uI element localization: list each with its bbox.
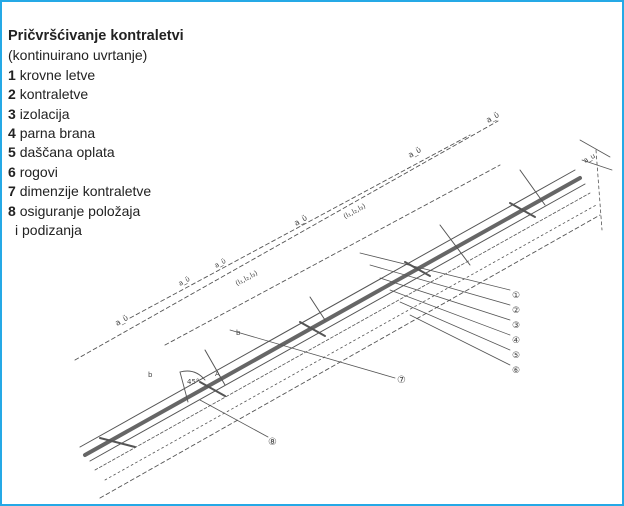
dimension-label-b2: b: [236, 329, 241, 337]
legend-item-1: 1 krovne letve: [8, 66, 184, 85]
angle-label: 45°: [187, 378, 199, 386]
legend-num: 6: [8, 163, 16, 180]
leader-4: [389, 289, 511, 336]
callout-label-8: ⑧: [268, 437, 277, 448]
screw-line: [309, 296, 326, 321]
angle-line: [179, 371, 189, 403]
diagram-subtitle: (kontinuirano uvrtanje): [8, 47, 148, 64]
legend-item-6: 6 rogovi: [8, 163, 184, 182]
legend-item-4: 4 parna brana: [8, 124, 184, 143]
dimension-line-middle: [164, 164, 501, 346]
legend: Pričvršćivanje kontraletvi (kontinuirano…: [8, 27, 184, 240]
stack-label-1: ①: [512, 291, 520, 301]
stack-label-2: ②: [512, 306, 520, 316]
dimension-label-top-span: a_ϋ: [485, 110, 502, 125]
rafter-lower-edge: [89, 183, 586, 462]
dimension-label-right-span: a_ϋ: [407, 145, 424, 160]
callout-label-7: ⑦: [397, 375, 406, 386]
legend-text: parna brana: [19, 125, 96, 142]
legend-text: krovne letve: [19, 66, 96, 83]
dimension-line-top: [74, 120, 499, 361]
end-cap-line: [579, 139, 611, 158]
batten-tick: [509, 202, 536, 218]
vertical-dimension: [595, 149, 603, 231]
legend-num: 2: [8, 86, 16, 103]
dimension-label-top-sub: a_u: [582, 152, 597, 165]
leader-6: [409, 314, 511, 366]
stack-label-3: ③: [512, 321, 520, 331]
legend-num: 5: [8, 144, 16, 161]
legend-item-7: 7 dimenzije kontraletve: [8, 182, 184, 201]
legend-item-8-continuation: i podizanja: [15, 222, 82, 239]
batten-tick: [404, 261, 431, 277]
legend-item-8: 8 osiguranje položaja: [8, 202, 184, 221]
end-cap-line: [581, 159, 613, 171]
legend-text: daščana oplata: [19, 144, 115, 161]
leader-1: [359, 252, 511, 291]
leader-8: [199, 399, 269, 438]
stack-label-6: ⑥: [512, 366, 520, 376]
stack-label-4: ④: [512, 336, 520, 346]
dimension-label-middle-span: a_ϋ: [293, 213, 310, 228]
rafter-main-line: [83, 176, 582, 457]
legend-text: dimenzije kontraletve: [19, 183, 152, 200]
batten-tick: [199, 381, 226, 397]
legend-num: 7: [8, 183, 16, 200]
legend-text: osiguranje položaja: [19, 202, 141, 219]
stack-label-5: ⑤: [512, 351, 520, 361]
dimension-label-group-top: (l₁,l₂,l₃): [342, 202, 367, 221]
legend-num: 1: [8, 66, 16, 83]
leader-7: [229, 329, 396, 379]
legend-item-3: 3 izolacija: [8, 105, 184, 124]
screw-line: [204, 349, 226, 386]
legend-text: rogovi: [19, 163, 58, 180]
rafter-upper-edge: [79, 169, 576, 448]
dimension-line-bottom: [99, 214, 601, 499]
dimension-label-sub-a2: a_ϋ: [213, 257, 227, 270]
legend-text: kontraletve: [19, 86, 89, 103]
legend-item-5: 5 daščana oplata: [8, 143, 184, 162]
screw-line: [519, 169, 546, 206]
dimension-label-sub-a1: a_ϋ: [177, 275, 191, 288]
bottom-layer-line: [104, 203, 599, 481]
batten-tick: [99, 437, 136, 448]
dimension-label-left-span: a_ϋ: [114, 313, 131, 328]
legend-text: izolacija: [19, 105, 70, 122]
leader-2: [369, 264, 511, 306]
screw-line: [439, 224, 471, 266]
diagram-title: Pričvršćivanje kontraletvi: [8, 28, 184, 44]
board-layer-line: [94, 192, 591, 471]
angle-label-small: A: [215, 370, 220, 378]
dimension-line-upper: [129, 134, 471, 319]
legend-num: 8: [8, 202, 16, 219]
dimension-label-b1: b: [148, 371, 153, 379]
angle-arc: [179, 370, 206, 381]
leader-3: [379, 277, 511, 321]
legend-num: 3: [8, 105, 16, 122]
batten-tick: [299, 321, 326, 337]
legend-num: 4: [8, 125, 16, 142]
legend-item-2: 2 kontraletve: [8, 85, 184, 104]
dimension-label-group-mid: (l₁,l₂,l₃): [234, 269, 259, 288]
leader-5: [399, 301, 511, 351]
